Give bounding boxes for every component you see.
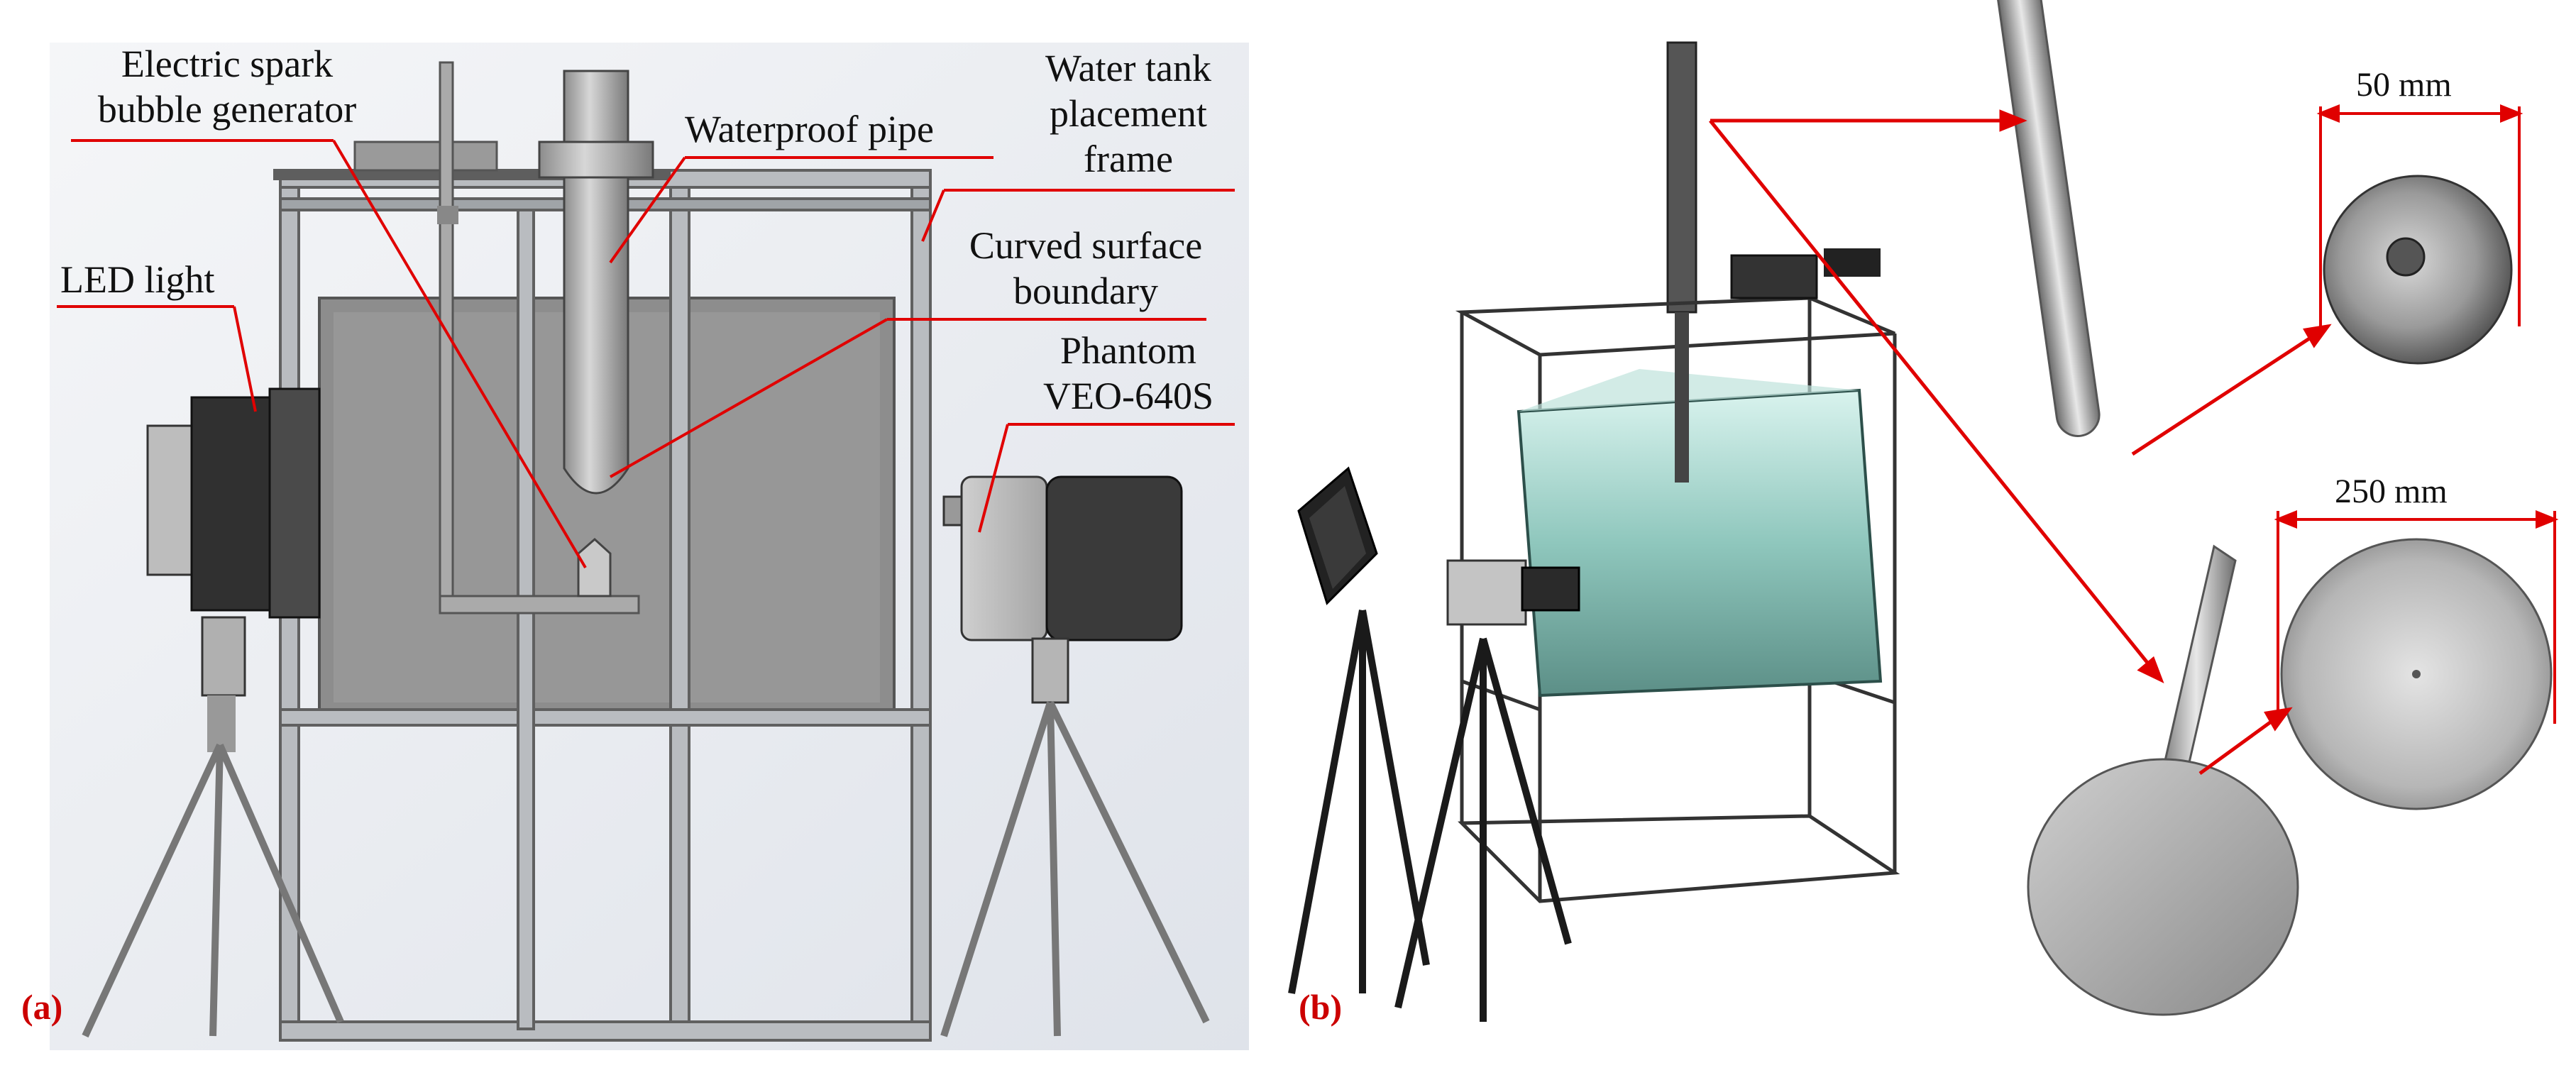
panel-a-schematic: Electric spark bubble generator Waterpro… [0,0,1270,1080]
label-camera-line2: VEO-640S [1043,375,1213,417]
led-light [146,387,321,752]
spark-electrode [577,537,612,597]
label-frame-line3: frame [1084,138,1173,180]
dimension-250mm: 250 mm [2335,473,2448,510]
label-tank-frame: Water tank placement frame [1015,45,1242,182]
label-spark-line2: bubble generator [97,88,357,131]
plate-assembly [2027,544,2299,1016]
translation-stage [1730,254,1818,299]
glowing-tank [1517,388,1883,698]
dimension-50mm: 50 mm [2356,66,2452,104]
generator-bar [439,595,640,615]
label-curved-line1: Curved surface [969,224,1203,267]
led-tripod [82,743,344,1038]
schematic-drawing [50,43,1249,1050]
dimension-arrows [2274,104,2559,724]
pointer-arrows [1709,109,2332,776]
label-phantom-camera: Phantom VEO-640S [1022,328,1235,419]
mast [1666,41,1697,314]
photo-tripods [1288,610,1572,1022]
label-curved-line2: boundary [1013,270,1158,312]
high-speed-camera [1446,559,1580,626]
panel-a-tag: (a) [21,987,63,1027]
label-spark-generator: Electric spark bubble generator [78,41,376,132]
label-spark-line1: Electric spark [121,43,334,85]
isolated-rod [1994,0,2101,437]
photo-drawing [1288,0,2559,1022]
label-led-light: LED light [60,258,215,301]
label-frame-line1: Water tank [1045,47,1212,89]
waterproof-pipe [563,176,629,495]
label-frame-line2: placement [1050,92,1207,135]
camera-tripod [940,700,1210,1037]
label-curved-boundary: Curved surface boundary [937,223,1235,314]
label-camera-line1: Phantom [1059,329,1196,372]
panel-b-tag: (b) [1299,987,1343,1027]
leader-lines [57,139,1235,569]
panel-b-photo: 50 mm 250 mm (b) [1270,0,2576,1080]
label-waterproof-pipe: Waterproof pipe [685,108,934,150]
monitor [1297,466,1378,605]
